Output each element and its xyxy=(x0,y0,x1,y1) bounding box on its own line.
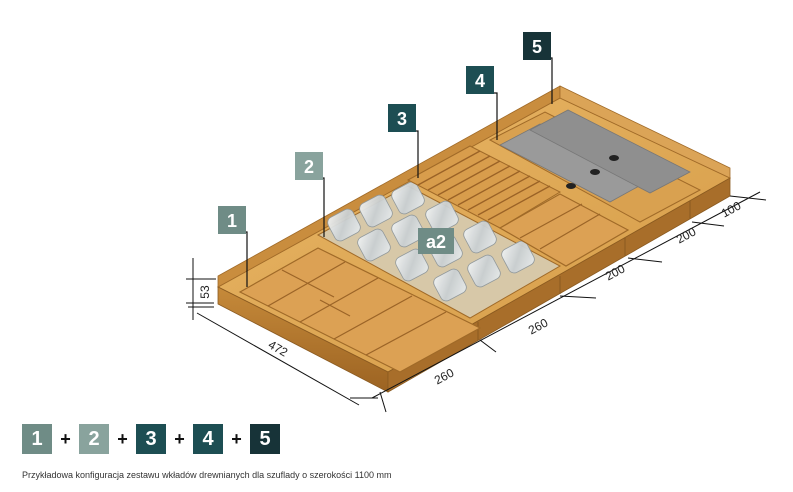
plus-sign: + xyxy=(60,428,71,449)
plus-sign: + xyxy=(231,428,242,449)
svg-text:5: 5 xyxy=(532,37,542,57)
module-badge-1: 1 xyxy=(218,206,246,234)
dim-width-4: 200 xyxy=(674,224,699,246)
module-badge-4: 4 xyxy=(466,66,494,94)
svg-text:1: 1 xyxy=(227,211,237,231)
dimension-lines xyxy=(186,191,767,413)
svg-text:2: 2 xyxy=(304,157,314,177)
module-badge-2: 2 xyxy=(295,152,323,180)
module-5-felt-tray xyxy=(488,109,702,223)
legend-module-3: 3 xyxy=(136,424,166,454)
svg-text:3: 3 xyxy=(397,109,407,129)
module-badge-3: 3 xyxy=(388,104,416,132)
insert-label-a2: a2 xyxy=(418,228,454,254)
legend-module-1: 1 xyxy=(22,424,52,454)
svg-text:a2: a2 xyxy=(426,232,446,252)
module-4-divided-tray xyxy=(498,193,630,267)
dim-height: 53 xyxy=(198,285,212,299)
module-seams xyxy=(477,201,691,340)
module-combination-legend: 1 + 2 + 3 + 4 + 5 xyxy=(22,424,280,454)
module-3-knife-block xyxy=(406,145,562,229)
dim-width-1: 260 xyxy=(432,365,457,387)
caption: Przykładowa konfiguracja zestawu wkładów… xyxy=(22,470,392,480)
legend-module-5: 5 xyxy=(250,424,280,454)
dim-depth: 472 xyxy=(266,337,291,359)
plus-sign: + xyxy=(174,428,185,449)
plus-sign: + xyxy=(117,428,128,449)
module-1-cutlery-tray xyxy=(238,247,482,373)
legend-module-4: 4 xyxy=(193,424,223,454)
dim-width-5: 100 xyxy=(719,198,744,220)
legend-module-2: 2 xyxy=(79,424,109,454)
module-badge-5: 5 xyxy=(523,32,551,60)
dim-width-2: 260 xyxy=(526,315,551,337)
svg-text:4: 4 xyxy=(475,71,485,91)
